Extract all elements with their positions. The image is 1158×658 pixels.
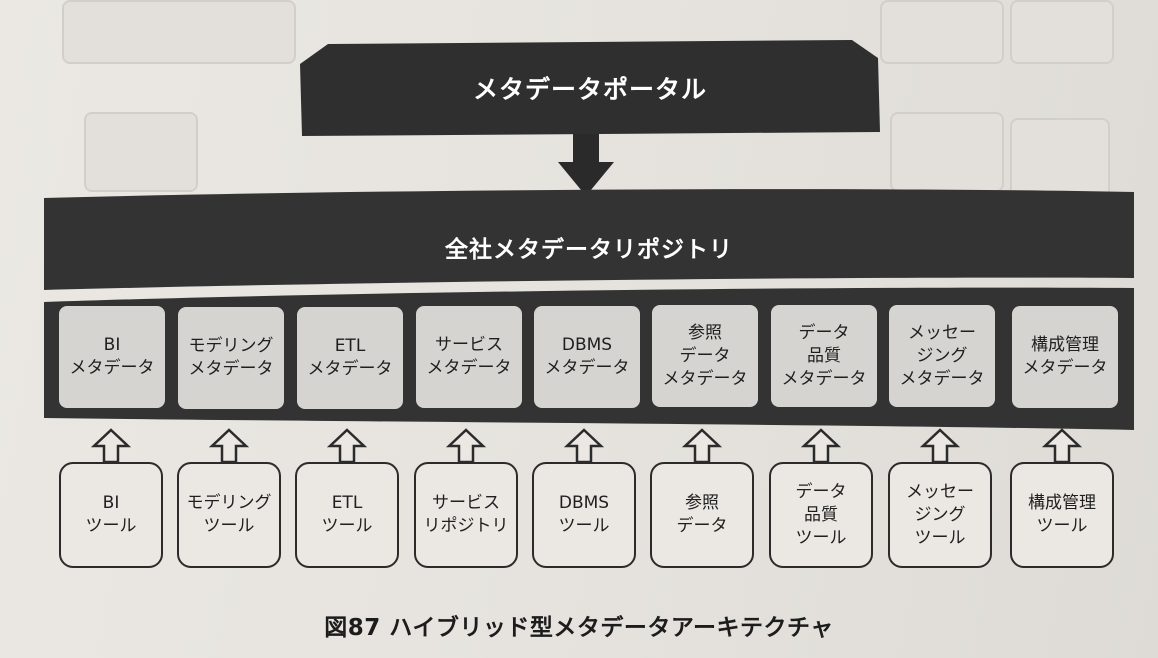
tool-box-label: モデリング ツール <box>186 493 272 536</box>
metadata-box-label: 構成管理 メタデータ <box>1022 335 1108 378</box>
tool-box-modeling: モデリング ツール <box>177 462 281 568</box>
bleed-through-box <box>1010 118 1110 200</box>
metadata-box-label: 参照 データ メタデータ <box>662 322 748 389</box>
tool-box-label: データ 品質 ツール <box>795 481 847 548</box>
tool-box-label: 参照 データ <box>676 493 728 536</box>
bleed-through-box <box>1010 0 1114 64</box>
metadata-box-messaging: メッセー ジング メタデータ <box>889 305 995 407</box>
tool-box-service-repository: サービス リポジトリ <box>414 462 518 568</box>
portal-label: メタデータポータル <box>472 75 707 104</box>
down-arrow-icon <box>556 134 616 202</box>
metadata-box-service: サービス メタデータ <box>416 306 522 408</box>
portal-shape <box>300 40 880 136</box>
tool-box-label: ETL ツール <box>321 493 373 536</box>
tool-box-configuration: 構成管理 ツール <box>1010 462 1114 568</box>
bleed-through-box <box>890 112 1004 192</box>
figure-caption: 図87 ハイブリッド型メタデータアーキテクチャ <box>324 615 834 641</box>
tool-box-label: DBMS ツール <box>558 493 610 536</box>
repository-label: 全社メタデータリポジトリ <box>445 237 733 263</box>
bleed-through-box <box>62 0 296 64</box>
bleed-through-box <box>84 112 198 192</box>
metadata-box-label: BI メタデータ <box>69 335 155 378</box>
metadata-box-dbms: DBMS メタデータ <box>534 306 640 408</box>
metadata-box-bi: BI メタデータ <box>59 306 165 408</box>
metadata-box-label: モデリング メタデータ <box>188 336 274 379</box>
metadata-box-label: サービス メタデータ <box>426 335 512 378</box>
tool-box-label: サービス リポジトリ <box>423 493 509 536</box>
tool-box-etl: ETL ツール <box>295 462 399 568</box>
metadata-box-label: DBMS メタデータ <box>544 335 630 378</box>
metadata-box-label: ETL メタデータ <box>307 336 393 379</box>
metadata-box-configuration: 構成管理 メタデータ <box>1012 306 1118 408</box>
tool-box-label: メッセー ジング ツール <box>906 481 974 548</box>
tool-box-bi: BI ツール <box>59 462 163 568</box>
tool-box-dbms: DBMS ツール <box>532 462 636 568</box>
metadata-portal: メタデータポータル <box>300 40 880 136</box>
metadata-box-modeling: モデリング メタデータ <box>178 307 284 409</box>
metadata-box-label: データ 品質 メタデータ <box>781 322 867 389</box>
metadata-box-etl: ETL メタデータ <box>297 307 403 409</box>
metadata-box-data-quality: データ 品質 メタデータ <box>771 305 877 407</box>
metadata-box-label: メッセー ジング メタデータ <box>899 322 985 389</box>
tool-box-label: 構成管理 ツール <box>1028 493 1096 536</box>
tool-box-reference-data: 参照 データ <box>650 462 754 568</box>
tool-box-data-quality: データ 品質 ツール <box>769 462 873 568</box>
bleed-through-box <box>880 0 1004 64</box>
tool-box-label: BI ツール <box>85 493 137 536</box>
tool-box-messaging: メッセー ジング ツール <box>888 462 992 568</box>
metadata-box-reference-data: 参照 データ メタデータ <box>652 305 758 407</box>
